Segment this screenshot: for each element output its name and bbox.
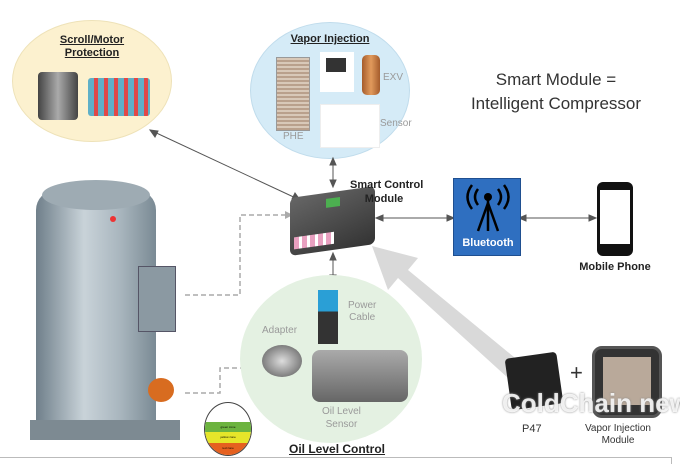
- green-zone: green zone: [205, 422, 251, 432]
- exv-label: EXV: [383, 72, 404, 83]
- oil-title: Oil Level Control: [289, 442, 386, 456]
- sensor-label: Sensor: [380, 118, 412, 129]
- oil-sensor-image: [312, 350, 408, 402]
- plus-sign: +: [570, 360, 583, 385]
- bluetooth-label: Bluetooth: [462, 237, 514, 249]
- exv-image: [362, 55, 380, 95]
- phone-label: Mobile Phone: [579, 261, 651, 273]
- adapter-label: Adapter: [262, 325, 298, 336]
- big-arrow: [372, 246, 520, 378]
- motor-image: [88, 78, 150, 116]
- compressor: [30, 180, 180, 442]
- phe-image: [276, 57, 310, 131]
- bluetooth-antenna-icon: [466, 184, 510, 232]
- red-zone: red zone: [205, 443, 251, 455]
- phe-label: PHE: [283, 131, 304, 142]
- adapter-image: [262, 345, 302, 377]
- valve-image: [320, 52, 354, 92]
- oil-gauge: green zone yellow zone red zone: [204, 402, 252, 456]
- scroll-image: [38, 72, 78, 120]
- watermark: ColdChain news: [502, 388, 680, 418]
- power-cable-image: [318, 290, 338, 344]
- vapor-injection-module-image: [592, 346, 662, 418]
- yellow-zone: yellow zone: [205, 432, 251, 443]
- vapor-title: Vapor Injection: [290, 33, 370, 45]
- sensor-image: [320, 104, 380, 148]
- bluetooth-box[interactable]: Bluetooth: [453, 178, 521, 256]
- bottom-divider: [0, 457, 672, 464]
- mobile-phone: [597, 182, 633, 256]
- p47-label: P47: [522, 423, 542, 435]
- headline: Smart Module =Intelligent Compressor: [470, 70, 642, 113]
